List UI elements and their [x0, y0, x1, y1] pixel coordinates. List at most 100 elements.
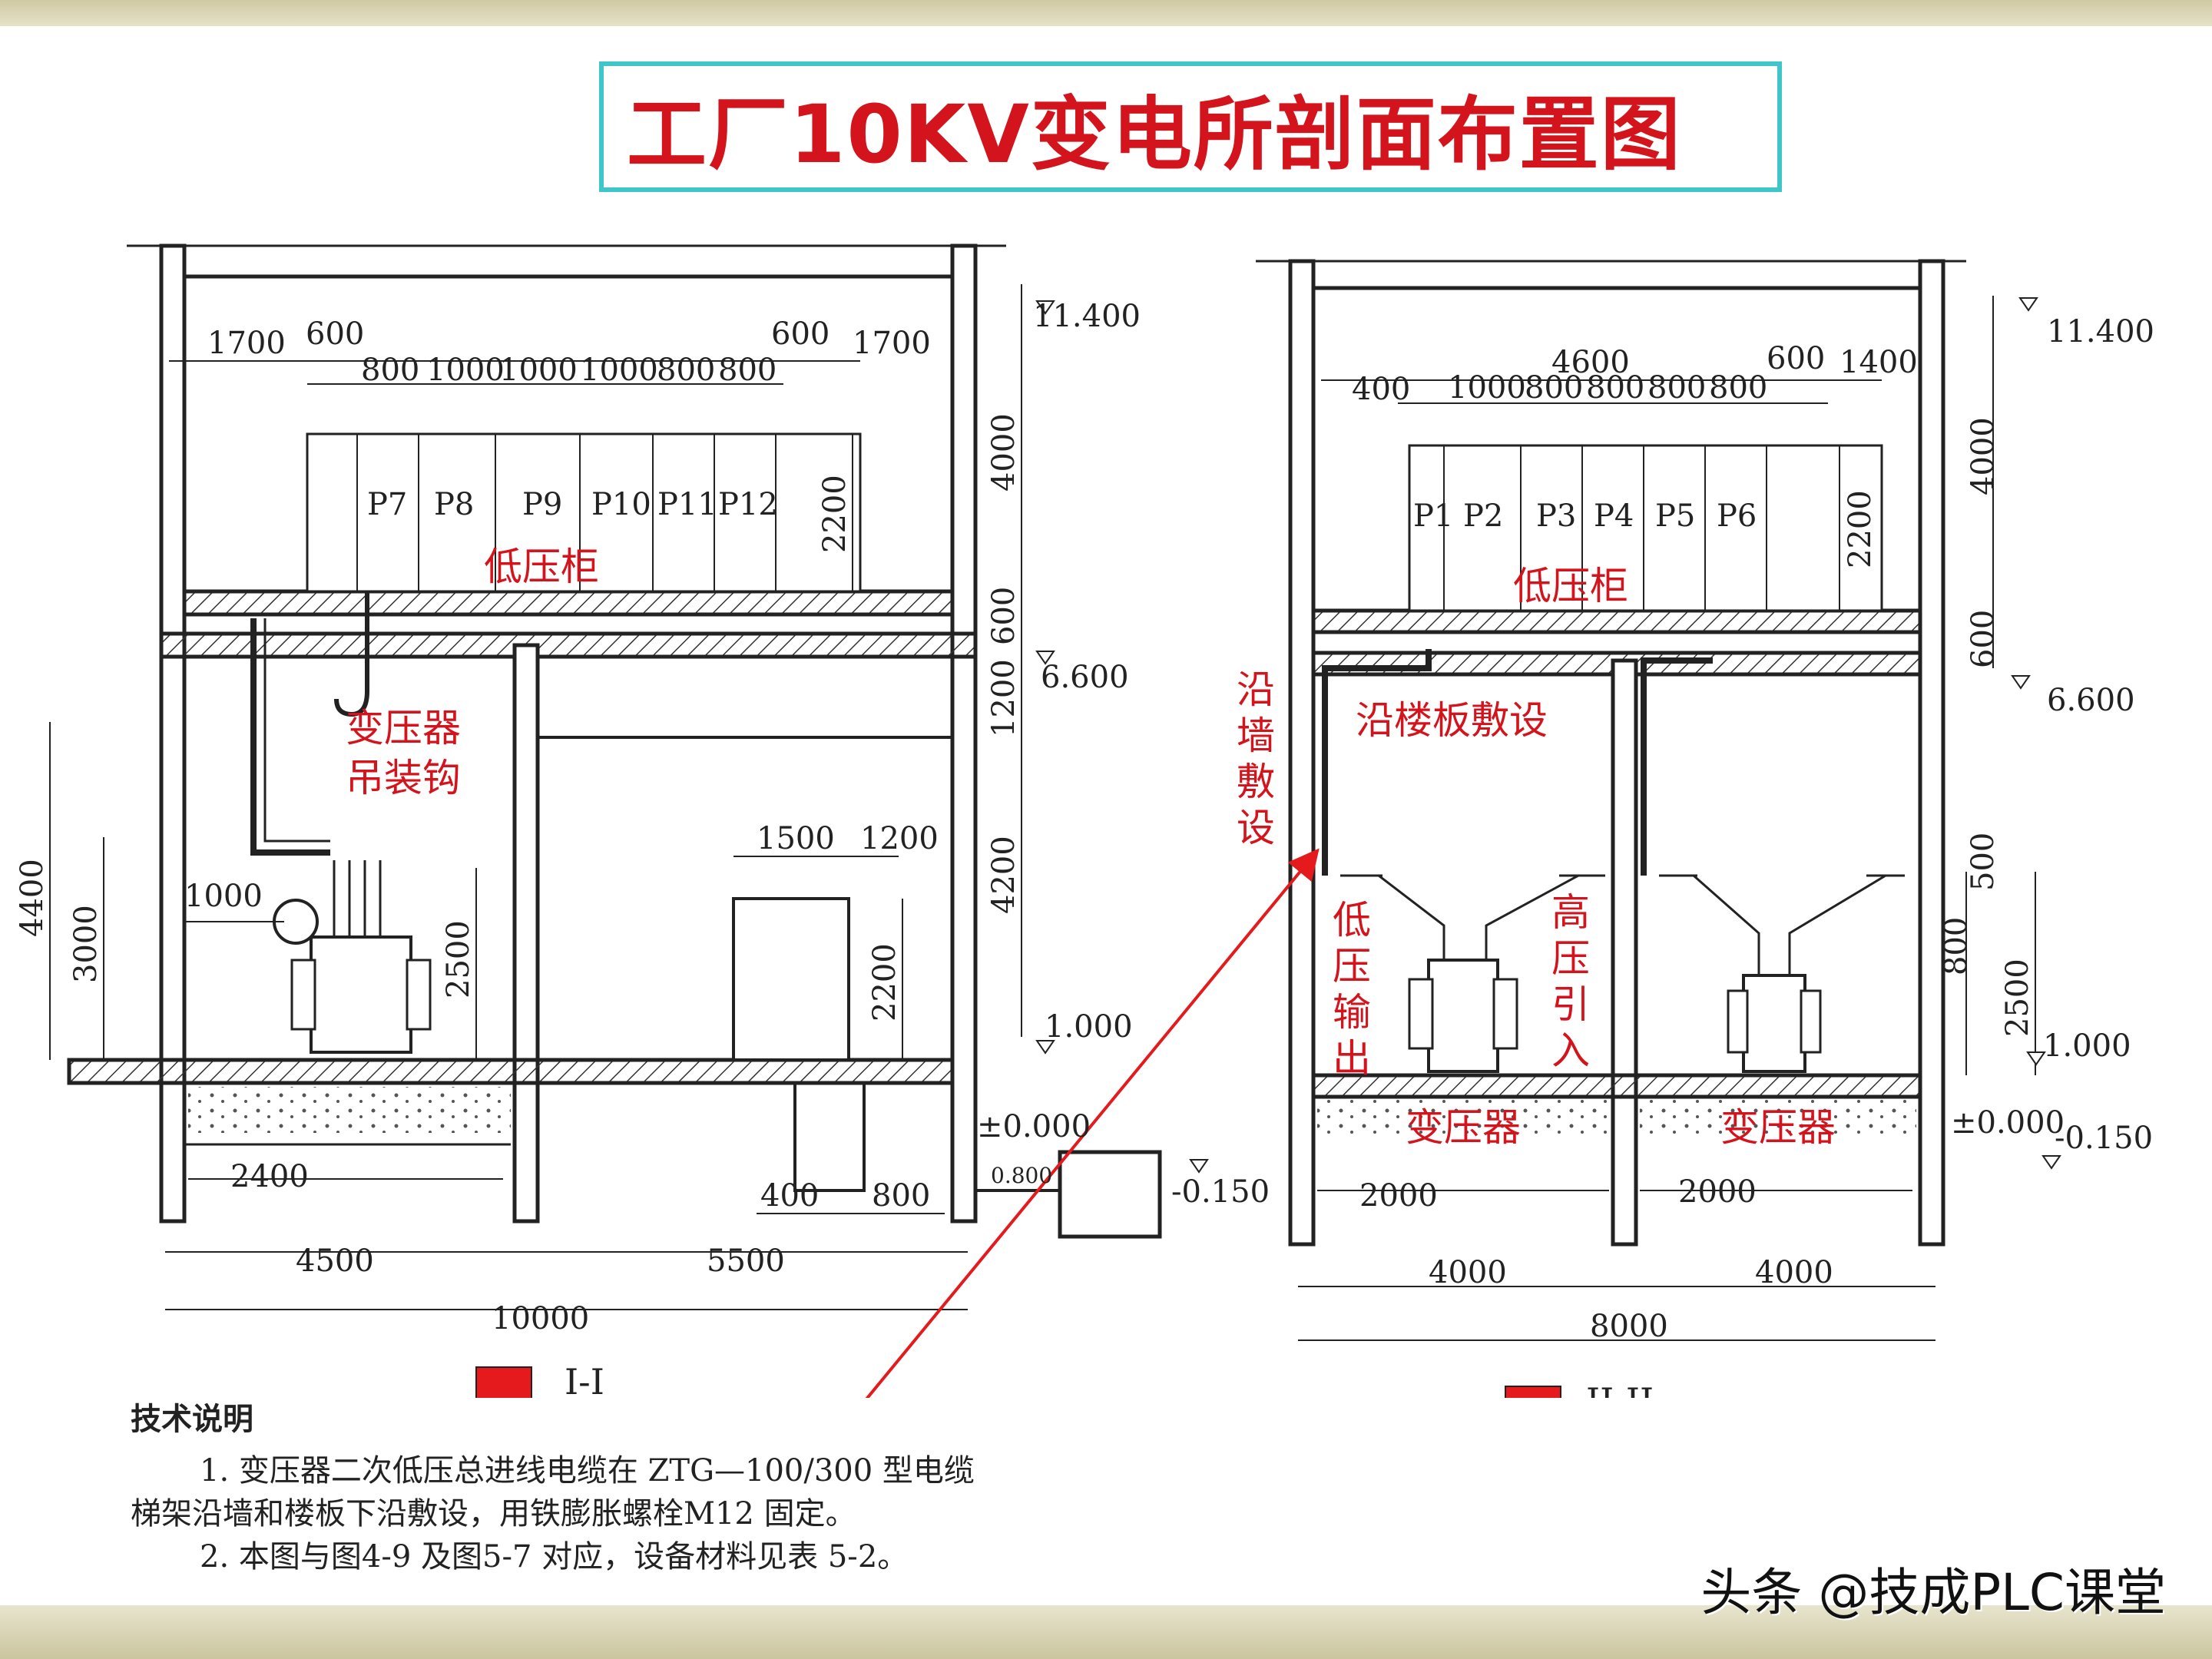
left-panel-3: P10	[591, 487, 651, 522]
right-lv-cabinet-label: 低压柜	[1513, 564, 1628, 608]
left-vdim-4: 2200	[817, 475, 853, 553]
right-section-label: II-II	[1586, 1380, 1654, 1398]
left-top-dim-2: 600	[771, 316, 830, 352]
left-cab-dim-5: 800	[718, 353, 777, 388]
right-along-wall-3: 设	[1237, 806, 1275, 850]
left-vdim-3: 4200	[986, 836, 1022, 914]
left-vdim-6: 3000	[68, 905, 104, 983]
right-level-0: 11.400	[2047, 314, 2154, 349]
left-panel-4: P11	[657, 487, 717, 522]
right-other-dim-0: 2000	[1359, 1178, 1438, 1214]
left-vdim-7: 4400	[15, 859, 50, 937]
left-level-3: ±0.000	[977, 1109, 1091, 1144]
page-title: 工厂10KV变电所剖面布置图	[627, 87, 1682, 181]
left-vdim-5: 2500	[441, 920, 476, 998]
right-vdim-1: 2200	[1843, 490, 1878, 568]
notes-line-3: 2. 本图与图4-9 及图5-7 对应，设备材料见表 5-2。	[200, 1539, 909, 1575]
right-vdim-3: 500	[1965, 833, 2001, 891]
right-bottom-dim-2: 8000	[1590, 1309, 1668, 1344]
notes-line-2: 梯架沿墙和楼板下沿敷设，用铁膨胀螺栓M12 固定。	[131, 1496, 856, 1532]
left-top-dim-0: 1700	[207, 326, 286, 361]
right-cab-dim-2: 800	[1586, 370, 1644, 406]
section-drawing: 1700 600 600 1700 800 1000 1000 1000 800…	[15, 243, 2154, 1398]
left-section-label: I-I	[565, 1361, 604, 1398]
left-hoist-label-1: 变压器	[346, 706, 461, 750]
right-cab-dim-3: 800	[1647, 370, 1706, 406]
right-hv-in-1: 压	[1551, 936, 1590, 981]
right-panel-5: P6	[1717, 498, 1757, 534]
left-vdim-1: 600	[986, 587, 1022, 645]
right-hv-in-3: 入	[1551, 1028, 1590, 1073]
left-bottom-dim-1: 5500	[707, 1243, 785, 1279]
left-other-dim-3: 2400	[230, 1159, 309, 1194]
notes-title: 技术说明	[131, 1401, 253, 1437]
right-panel-4: P5	[1655, 498, 1695, 534]
right-cab-dim-4: 800	[1709, 370, 1767, 406]
section-marker-right	[1505, 1386, 1561, 1398]
right-vdim-5: 2500	[2000, 959, 2035, 1037]
right-lv-out-2: 输	[1333, 990, 1371, 1035]
left-level-2: 1.000	[1045, 1009, 1133, 1045]
right-panel-1: P2	[1463, 498, 1503, 534]
right-level-3: ±0.000	[1951, 1105, 2065, 1141]
right-vdim-2: 600	[1965, 610, 2001, 668]
watermark: 头条 @技成PLC课堂	[1700, 1563, 2166, 1622]
right-transformer-label-1: 变压器	[1406, 1105, 1521, 1150]
right-top-dim-2: 1400	[1839, 345, 1918, 380]
left-bottom-dim-2: 10000	[492, 1301, 589, 1336]
left-other-dim-0: 1000	[184, 879, 263, 914]
left-cab-dim-3: 1000	[580, 353, 658, 388]
bottom-band	[0, 1605, 2212, 1659]
left-other-dim-2: 1200	[860, 821, 939, 856]
left-other-dim-5: 800	[872, 1178, 930, 1214]
left-panel-0: P7	[367, 487, 407, 522]
left-panel-2: P9	[522, 487, 562, 522]
left-lv-cabinet-label: 低压柜	[484, 545, 599, 589]
right-other-dim-1: 2000	[1678, 1174, 1757, 1210]
right-cab-dim-1: 800	[1525, 370, 1583, 406]
top-band	[0, 0, 2212, 26]
left-top-dim-3: 1700	[853, 326, 931, 361]
right-bottom-dim-1: 4000	[1755, 1255, 1833, 1290]
left-level-5: 0.800	[991, 1163, 1052, 1188]
right-vdim-0: 4000	[1965, 417, 2001, 495]
right-cab-dim-0: 1000	[1448, 370, 1526, 406]
right-hv-in-2: 引	[1551, 982, 1590, 1027]
right-hv-in-0: 高	[1551, 890, 1590, 935]
left-cab-dim-0: 800	[361, 353, 419, 388]
left-other-dim-4: 400	[760, 1178, 819, 1214]
left-vdim-8: 2200	[867, 943, 902, 1022]
right-bottom-dim-0: 4000	[1429, 1255, 1507, 1290]
left-level-1: 6.600	[1041, 660, 1129, 695]
left-vdim-2: 1200	[986, 659, 1022, 737]
right-transformer-label-2: 变压器	[1720, 1105, 1836, 1150]
left-other-dim-1: 1500	[757, 821, 835, 856]
right-panel-3: P4	[1594, 498, 1634, 534]
left-hoist-label-2: 吊装钩	[346, 756, 461, 800]
left-level-0: 11.400	[1033, 299, 1141, 334]
technical-notes: 技术说明 1. 变压器二次低压总进线电缆在 ZTG—100/300 型电缆 梯架…	[131, 1394, 1206, 1578]
right-lv-out-1: 压	[1333, 944, 1371, 988]
right-along-wall-2: 敷	[1237, 760, 1275, 804]
right-section-structure	[1256, 259, 2061, 1341]
right-top-dim-1: 600	[1767, 341, 1825, 376]
right-panel-0: P1	[1413, 498, 1453, 534]
left-cab-dim-4: 800	[657, 353, 715, 388]
title-box: 工厂10KV变电所剖面布置图	[599, 61, 1782, 192]
left-top-dim-1: 600	[306, 316, 364, 352]
right-along-wall-0: 沿	[1237, 667, 1275, 712]
right-panel-2: P3	[1536, 498, 1576, 534]
right-top-dim-0: 4600	[1551, 345, 1630, 380]
notes-line-1: 1. 变压器二次低压总进线电缆在 ZTG—100/300 型电缆	[200, 1453, 975, 1488]
section-marker-left	[475, 1366, 532, 1398]
left-bottom-dim-0: 4500	[296, 1243, 374, 1279]
right-level-2: 1.000	[2043, 1028, 2131, 1064]
right-level-4: -0.150	[2055, 1121, 2153, 1156]
right-lv-out-0: 低	[1333, 898, 1371, 942]
right-level-1: 6.600	[2047, 683, 2135, 718]
right-along-slab-label: 沿楼板敷设	[1356, 698, 1548, 743]
left-panel-1: P8	[434, 487, 474, 522]
callout-arrow	[865, 848, 1320, 1398]
right-top-dim-3: 400	[1352, 372, 1410, 407]
left-cab-dim-2: 1000	[499, 353, 578, 388]
